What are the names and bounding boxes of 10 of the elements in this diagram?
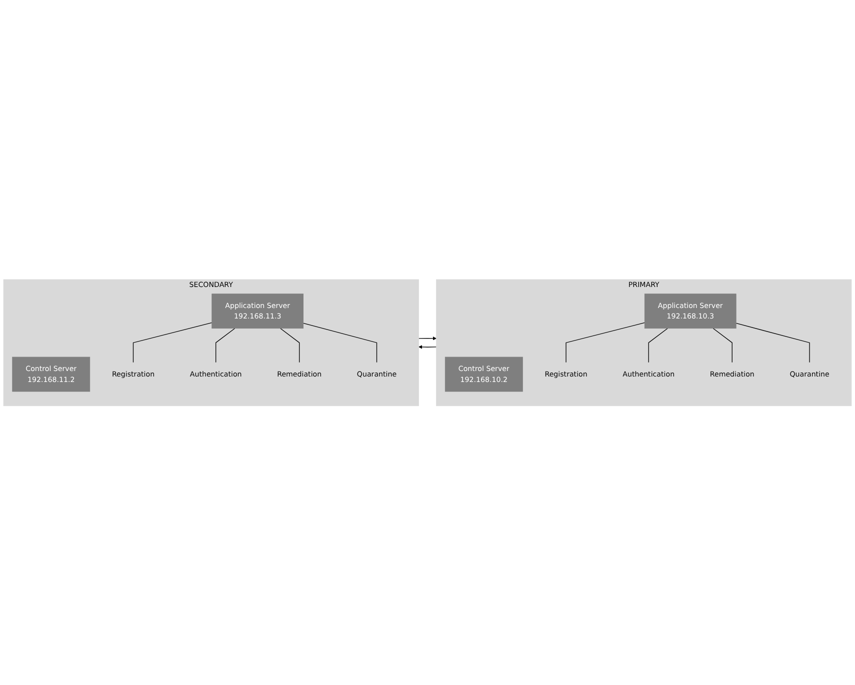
connector <box>132 322 212 362</box>
connector <box>566 322 645 362</box>
connector <box>280 328 300 362</box>
arrow <box>418 336 436 340</box>
connector <box>712 328 732 362</box>
connector <box>736 322 810 362</box>
arrow <box>418 344 437 349</box>
connector <box>216 328 236 362</box>
connector <box>648 328 668 362</box>
connector <box>302 322 378 362</box>
